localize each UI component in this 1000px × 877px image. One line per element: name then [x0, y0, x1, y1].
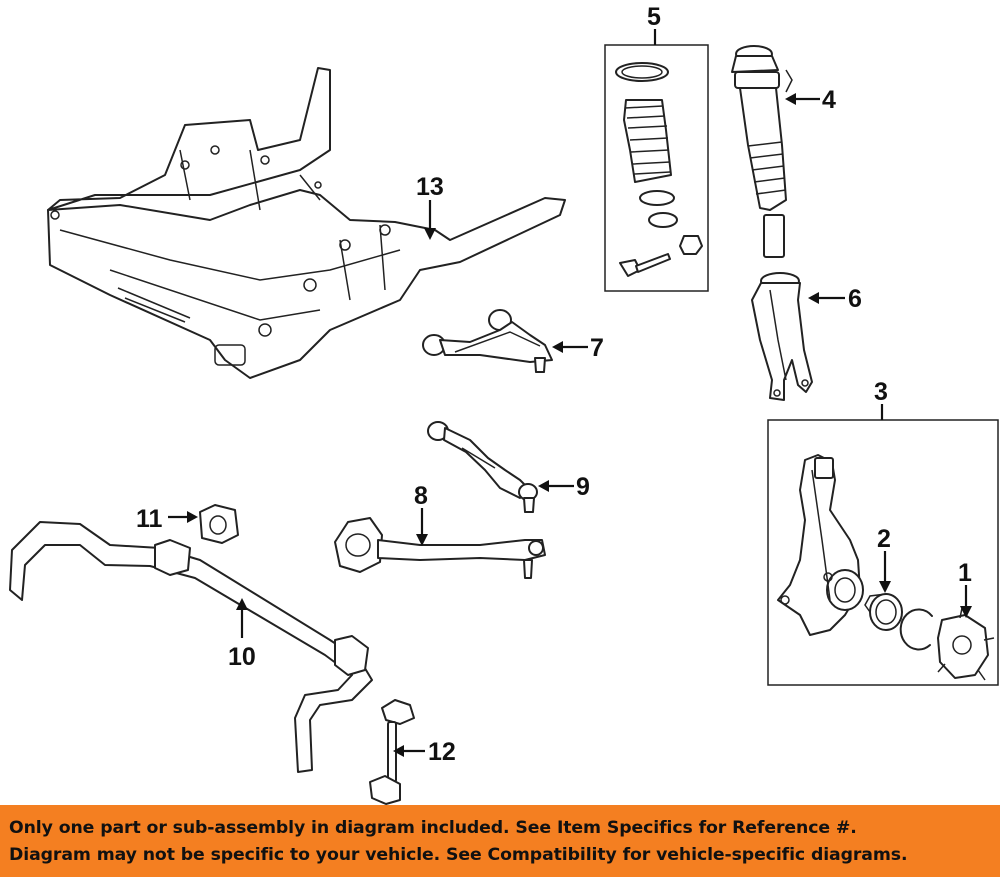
callout-1: 1 — [958, 559, 972, 587]
part-2-wheel-bearing[interactable] — [864, 593, 903, 631]
callout-10: 10 — [228, 643, 256, 671]
part-3-steering-knuckle[interactable] — [777, 454, 864, 636]
part-1-wheel-hub[interactable] — [937, 607, 995, 681]
part-6-strut-fork[interactable] — [751, 272, 813, 401]
callout-11: 11 — [136, 505, 163, 533]
snap-ring[interactable] — [899, 608, 933, 651]
part-5-box — [604, 44, 709, 292]
callout-9: 9 — [576, 473, 590, 501]
callout-numbers: 1 2 3 4 5 6 7 8 9 10 11 12 13 — [136, 3, 972, 766]
callout-8: 8 — [414, 482, 428, 510]
disclaimer-banner: Only one part or sub-assembly in diagram… — [0, 805, 1000, 877]
part-12-stabilizer-link[interactable] — [369, 699, 415, 805]
part-9-lower-arm[interactable] — [427, 421, 538, 513]
suspension-parts-diagram: 1 2 3 4 5 6 7 8 9 10 11 12 13 — [9, 3, 999, 805]
callout-13: 13 — [416, 173, 444, 201]
callout-6: 6 — [848, 285, 862, 313]
callout-5: 5 — [647, 3, 661, 31]
part-13-subframe[interactable] — [47, 67, 566, 379]
callout-7: 7 — [590, 334, 604, 362]
part-11-bushing[interactable] — [199, 504, 239, 544]
callout-3: 3 — [874, 378, 888, 406]
disclaimer-line-1: Only one part or sub-assembly in diagram… — [9, 818, 857, 838]
leader-lines — [168, 29, 972, 757]
part-8-lower-arm-bushing[interactable] — [334, 517, 546, 579]
callout-12: 12 — [428, 738, 456, 766]
part-5-boot-kit[interactable] — [615, 62, 703, 277]
part-4-air-strut[interactable] — [731, 45, 793, 258]
callout-4: 4 — [822, 86, 836, 114]
part-10-stabilizer-bar[interactable] — [9, 521, 373, 773]
disclaimer-line-2: Diagram may not be specific to your vehi… — [9, 845, 908, 865]
callout-2: 2 — [877, 525, 891, 553]
part-7-upper-control-arm[interactable] — [422, 309, 553, 373]
